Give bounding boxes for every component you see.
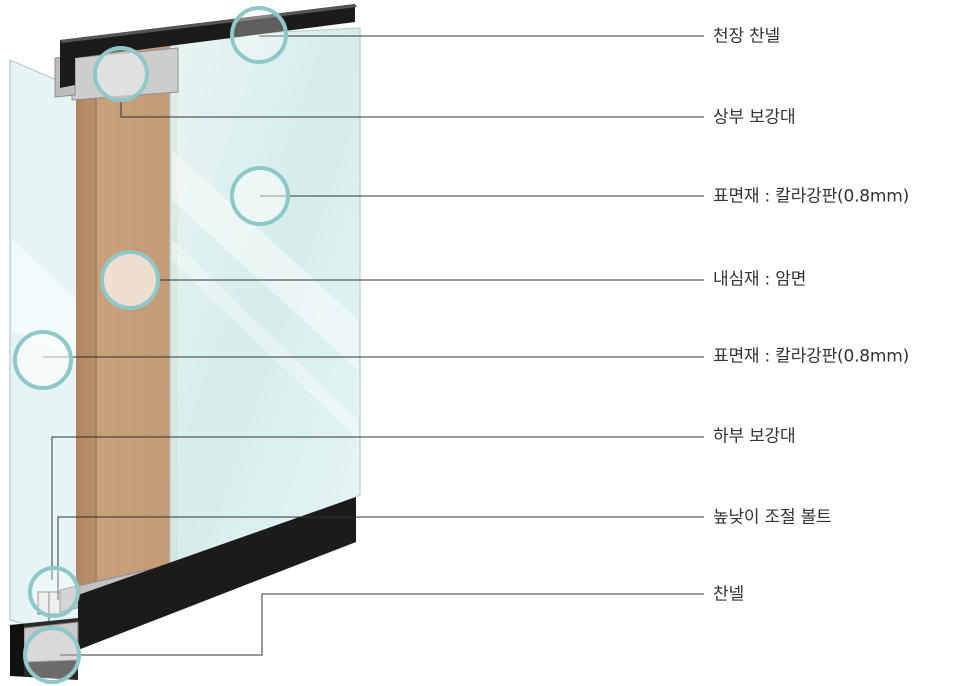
marker-channel: [23, 626, 81, 684]
leader-line-upper-reinforcement: [120, 100, 704, 118]
label-front-surface-material: 표면재 : 칼라강판(0.8mm): [713, 186, 910, 207]
marker-upper-reinforcement: [93, 46, 149, 102]
marker-ceiling-channel: [230, 6, 288, 64]
front-surface-reflection: [172, 150, 358, 370]
core-side-face: [76, 58, 96, 600]
back-surface-highlight: [12, 240, 78, 360]
ceiling-channel: [60, 4, 355, 88]
bottom-channel: [78, 497, 356, 650]
leader-line-lower-reinforcement: [51, 436, 704, 580]
label-height-adjust-bolt: 높낮이 조절 볼트: [713, 507, 832, 528]
marker-back-surface: [13, 330, 73, 390]
marker-adjust-bolt: [28, 566, 80, 618]
marker-front-surface: [230, 166, 290, 226]
label-channel: 찬넬: [713, 584, 744, 605]
callout-markers: [13, 6, 290, 684]
leader-line-adjust-bolt: [57, 516, 704, 600]
leader-lines: [43, 35, 704, 656]
front-surface-reflection-2: [172, 240, 358, 440]
marker-core: [100, 250, 160, 310]
label-core-material: 내심재 : 암면: [713, 269, 807, 290]
core-material: [76, 40, 178, 600]
label-back-surface-material: 표면재 : 칼라강판(0.8mm): [713, 346, 910, 367]
label-lower-reinforcement: 하부 보강대: [713, 426, 796, 447]
front-surface-panel: [169, 27, 361, 576]
label-upper-reinforcement: 상부 보강대: [713, 107, 796, 128]
label-ceiling-channel: 천장 찬넬: [713, 26, 780, 47]
leader-line-channel: [60, 593, 704, 656]
